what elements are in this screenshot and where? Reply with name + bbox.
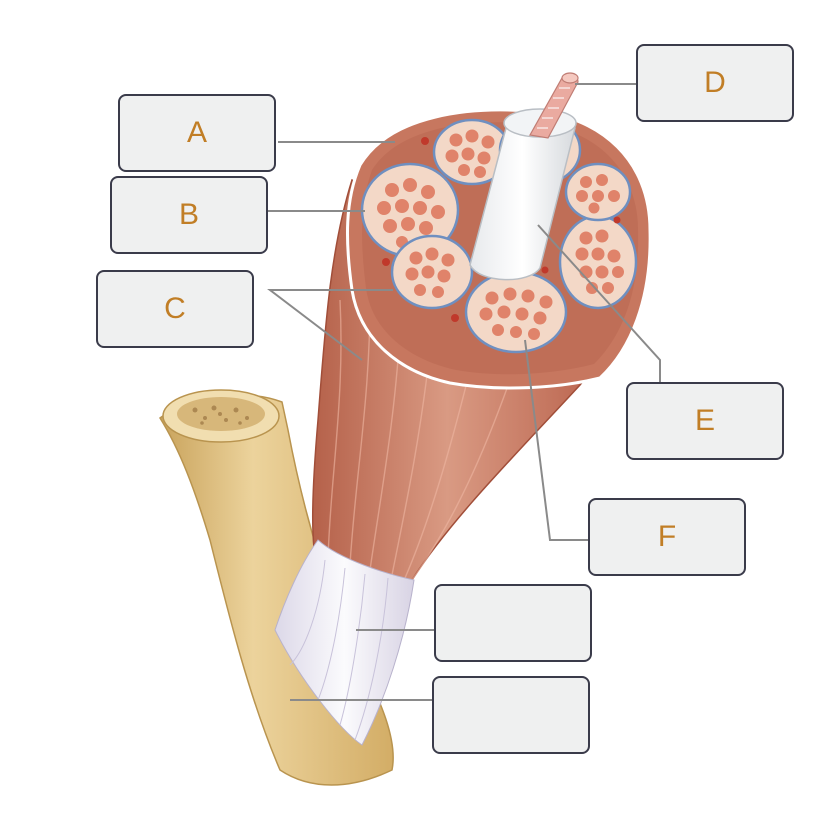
label-box-d[interactable]: D [636,44,794,122]
fascicle [360,162,460,258]
label-box-a[interactable]: A [118,94,276,172]
fascicle [564,162,632,222]
tendon [274,539,415,746]
leader-line-f [524,339,588,541]
fascicle [464,270,568,354]
label-box-e[interactable]: E [626,382,784,460]
label-box-tendon-blank[interactable] [434,584,592,662]
nerve [529,72,579,139]
fascicle [390,234,474,310]
label-box-f[interactable]: F [588,498,746,576]
label-box-c[interactable]: C [96,270,254,348]
leader-line-c [267,289,393,361]
epimysium-outline [299,249,326,421]
fascicle [432,118,512,186]
label-box-bone-blank[interactable] [432,676,590,754]
label-box-b[interactable]: B [110,176,268,254]
fascicle [558,214,638,310]
leader-line-e [537,224,661,382]
leader-lines [265,83,661,701]
